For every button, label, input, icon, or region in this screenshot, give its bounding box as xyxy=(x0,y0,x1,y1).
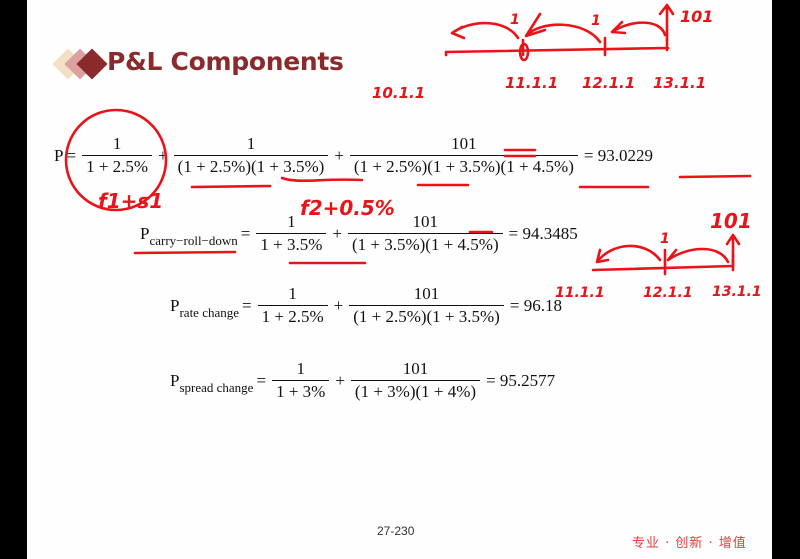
fraction-term-3: 101 (1 + 2.5%)(1 + 3.5%)(1 + 4.5%) xyxy=(349,134,578,177)
logo-diamonds-icon xyxy=(52,48,108,80)
lhs-symbol: P xyxy=(170,370,180,390)
fraction-term-2: 101 (1 + 3.5%)(1 + 4.5%) xyxy=(347,212,503,255)
equals-sign: = xyxy=(256,370,267,390)
eq-lhs: Pspread change xyxy=(170,370,253,395)
fraction-term-1: 1 1 + 2.5% xyxy=(82,134,153,177)
eq-result: = 93.0229 xyxy=(583,145,653,165)
denominator: (1 + 3.5%)(1 + 4.5%) xyxy=(347,233,503,255)
lhs-symbol: P xyxy=(170,295,180,315)
lhs-subscript: spread change xyxy=(179,379,254,395)
fraction-term-1: 1 1 + 3% xyxy=(272,359,330,402)
denominator: (1 + 2.5%)(1 + 3.5%) xyxy=(173,155,329,177)
fraction-term-1: 1 1 + 3.5% xyxy=(256,212,327,255)
equation-rate-change: Prate change = 1 1 + 2.5% + 101 (1 + 2.5%)… xyxy=(170,284,565,327)
fraction-term-2: 1 (1 + 2.5%)(1 + 3.5%) xyxy=(173,134,329,177)
eq-result: = 94.3485 xyxy=(508,223,578,243)
numerator: 101 xyxy=(402,359,429,378)
slide: P&L Components P = 1 1 + 2.5% + 1 (1 + 2.5… xyxy=(27,0,772,559)
denominator: 1 + 2.5% xyxy=(82,155,153,177)
denominator: (1 + 2.5%)(1 + 3.5%)(1 + 4.5%) xyxy=(349,155,578,177)
equals-sign: = xyxy=(66,145,77,165)
plus-sign: + xyxy=(335,370,345,390)
equation-spread-change: Pspread change = 1 1 + 3% + 101 (1 + 3%)(1… xyxy=(170,359,558,402)
numerator: 1 xyxy=(288,284,297,303)
numerator: 101 xyxy=(413,284,440,303)
numerator: 1 xyxy=(287,212,296,231)
denominator: 1 + 3.5% xyxy=(256,233,327,255)
plus-sign: + xyxy=(158,145,168,165)
denominator: (1 + 3%)(1 + 4%) xyxy=(350,380,481,402)
numerator: 101 xyxy=(451,134,477,153)
page-number: 27-230 xyxy=(377,524,415,538)
fraction-term-2: 101 (1 + 3%)(1 + 4%) xyxy=(350,359,481,402)
plus-sign: + xyxy=(334,145,344,165)
denominator: (1 + 2.5%)(1 + 3.5%) xyxy=(349,305,504,327)
footer-motto: 专业 · 创新 · 增值 xyxy=(632,536,747,551)
eq-lhs: P xyxy=(54,145,64,165)
eq-lhs: Prate change xyxy=(170,295,239,320)
equals-sign: = xyxy=(242,295,252,315)
equals-sign: = xyxy=(240,223,251,243)
fraction-term-2: 101 (1 + 2.5%)(1 + 3.5%) xyxy=(349,284,504,327)
fraction-term-1: 1 1 + 2.5% xyxy=(257,284,328,327)
denominator: 1 + 3% xyxy=(272,380,330,402)
slide-title: P&L Components xyxy=(107,47,344,76)
numerator: 1 xyxy=(112,134,122,153)
denominator: 1 + 2.5% xyxy=(257,305,328,327)
lhs-subscript: rate change xyxy=(179,304,240,320)
numerator: 1 xyxy=(246,134,256,153)
eq-lhs: Pcarry−roll−down xyxy=(140,224,238,248)
numerator: 1 xyxy=(296,359,305,378)
lhs-subscript: carry−roll−down xyxy=(149,232,238,248)
eq-result: = 96.18 xyxy=(509,295,562,315)
plus-sign: + xyxy=(332,223,342,243)
eq-result: = 95.2577 xyxy=(486,370,556,390)
plus-sign: + xyxy=(333,295,344,315)
equation-carry-roll-down: Pcarry−roll−down = 1 1 + 3.5% + 101 (1 + 3… xyxy=(140,212,581,255)
numerator: 101 xyxy=(412,212,439,231)
